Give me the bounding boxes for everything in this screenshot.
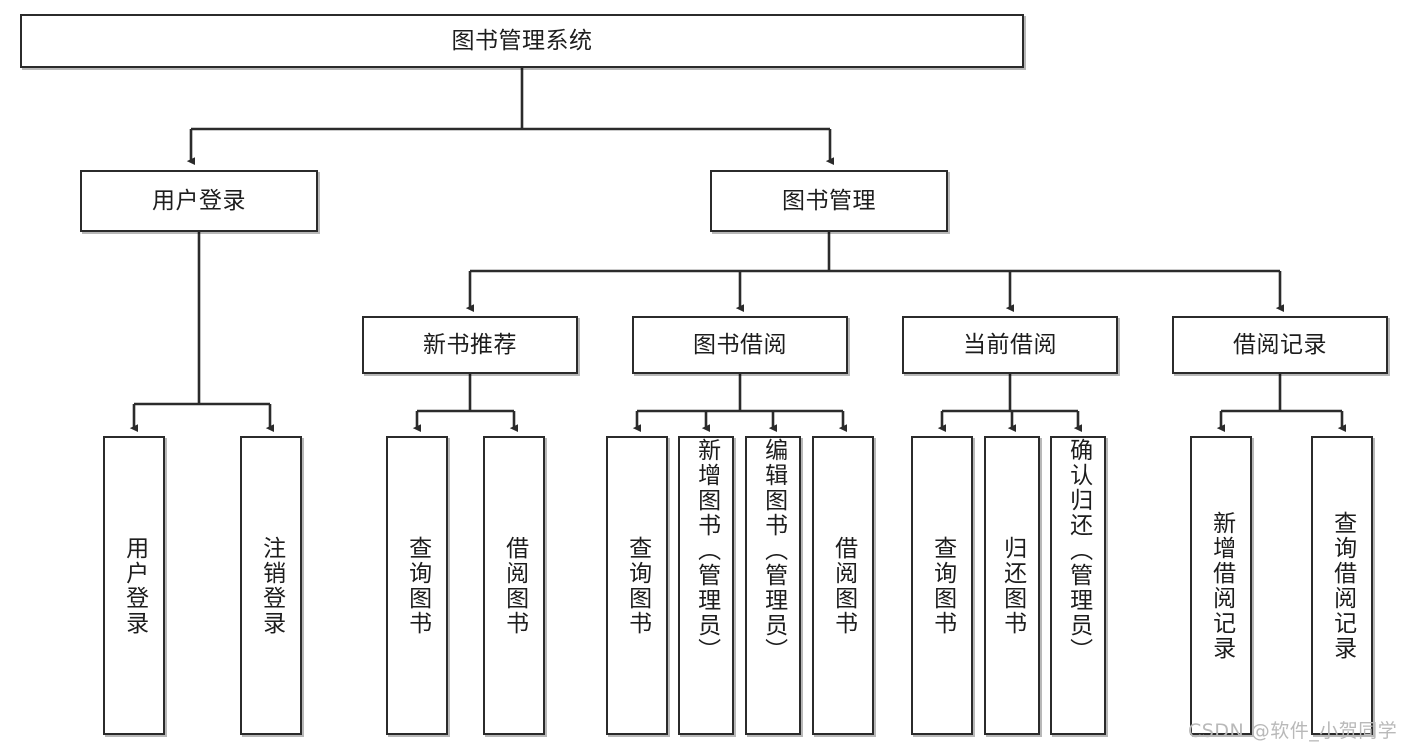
- node-new-book-rec[interactable]: 新书推荐: [362, 316, 578, 374]
- node-leaf-query-book[interactable]: 查询图书: [606, 436, 668, 735]
- node-leaf-user-logout-label: 注销登录: [258, 535, 285, 636]
- node-leaf-user-logout[interactable]: 注销登录: [240, 436, 302, 735]
- node-current-borrow[interactable]: 当前借阅: [902, 316, 1118, 374]
- node-leaf-return-book-label: 归还图书: [999, 535, 1026, 636]
- node-leaf-query-book-rec[interactable]: 查询图书: [386, 436, 448, 735]
- node-leaf-user-login-label: 用户登录: [121, 535, 148, 636]
- watermark-text: CSDN @软件_小贺同学: [1188, 720, 1398, 742]
- node-book-borrow-label: 图书借阅: [693, 331, 787, 358]
- node-user-login-label: 用户登录: [152, 187, 246, 214]
- node-leaf-query-book-rec-label: 查询图书: [404, 535, 431, 636]
- node-book-borrow[interactable]: 图书借阅: [632, 316, 848, 374]
- node-leaf-edit-book-label: 编辑图书（管理员）: [760, 438, 787, 663]
- node-leaf-borrow-book[interactable]: 借阅图书: [812, 436, 874, 735]
- node-book-manage[interactable]: 图书管理: [710, 170, 948, 232]
- node-leaf-confirm-return[interactable]: 确认归还（管理员）: [1050, 436, 1106, 735]
- node-user-login[interactable]: 用户登录: [80, 170, 318, 232]
- node-root-label: 图书管理系统: [451, 27, 593, 54]
- node-leaf-query-record-label: 查询借阅记录: [1329, 510, 1356, 661]
- node-leaf-confirm-return-label: 确认归还（管理员）: [1065, 438, 1092, 663]
- node-leaf-user-login[interactable]: 用户登录: [103, 436, 165, 735]
- node-leaf-borrow-book-label: 借阅图书: [830, 535, 857, 636]
- node-leaf-query-book-cur-label: 查询图书: [929, 535, 956, 636]
- node-leaf-return-book[interactable]: 归还图书: [984, 436, 1040, 735]
- node-leaf-add-book-label: 新增图书（管理员）: [693, 438, 720, 663]
- node-leaf-add-record-label: 新增借阅记录: [1208, 510, 1235, 661]
- node-leaf-query-record[interactable]: 查询借阅记录: [1311, 436, 1373, 735]
- node-current-borrow-label: 当前借阅: [963, 331, 1057, 358]
- node-borrow-record[interactable]: 借阅记录: [1172, 316, 1388, 374]
- node-leaf-query-book-label: 查询图书: [624, 535, 651, 636]
- node-leaf-borrow-book-rec-label: 借阅图书: [501, 535, 528, 636]
- node-new-book-rec-label: 新书推荐: [423, 331, 517, 358]
- node-leaf-edit-book[interactable]: 编辑图书（管理员）: [745, 436, 801, 735]
- node-leaf-add-record[interactable]: 新增借阅记录: [1190, 436, 1252, 735]
- node-borrow-record-label: 借阅记录: [1233, 331, 1327, 358]
- node-leaf-add-book[interactable]: 新增图书（管理员）: [678, 436, 734, 735]
- node-root[interactable]: 图书管理系统: [20, 14, 1024, 68]
- node-leaf-borrow-book-rec[interactable]: 借阅图书: [483, 436, 545, 735]
- node-leaf-query-book-cur[interactable]: 查询图书: [911, 436, 973, 735]
- node-book-manage-label: 图书管理: [782, 187, 876, 214]
